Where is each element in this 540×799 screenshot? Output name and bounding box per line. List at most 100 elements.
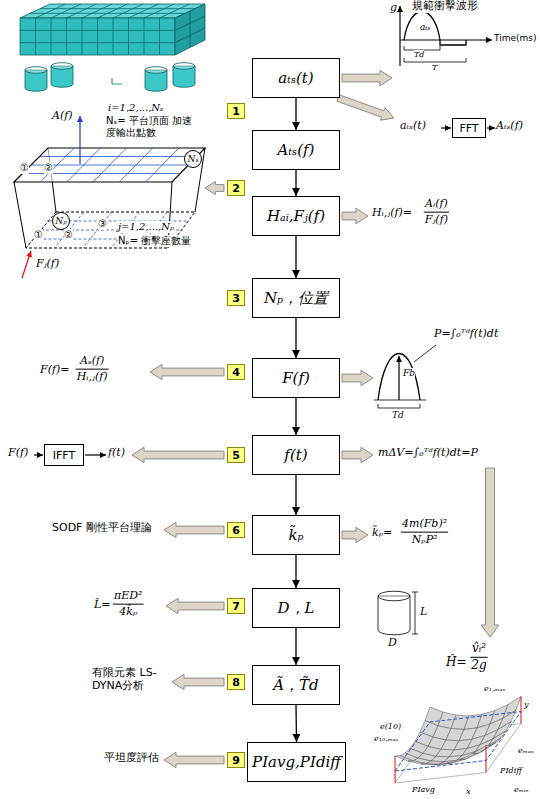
arrow-head [292,734,300,742]
node-text: FFT [459,122,478,135]
block-arrow [132,447,224,462]
formula-text: L [420,606,427,619]
formula-text: πED² [114,590,143,603]
formula-text: 2g [471,659,486,673]
mean-plane [395,712,521,772]
block-arrow [342,370,373,385]
platform-top-face [14,148,205,182]
node-text: 5 [232,449,240,462]
dimension-bracket [412,592,418,634]
formula-text: Aₜₛ(f) [496,120,523,133]
annotation-text: Nₚ= 衝擊座數量 [118,235,191,247]
arrow-head [292,427,300,435]
surface-cell [488,731,506,746]
cylinder-body [378,596,410,635]
arrow-head [489,125,495,131]
annotation-text: ② [44,162,53,174]
block-arrow [342,70,392,85]
node-text: 7 [232,600,240,613]
y-axis [399,6,400,66]
grid-line [67,4,97,18]
node-text: 4 [232,366,240,379]
surface-cell [460,753,478,759]
grid-line [190,11,191,48]
fraction-bar [424,212,449,213]
process-box: k̃ₚ [252,515,340,555]
annotation-text: ① [20,162,29,174]
grid-line [30,13,185,14]
node-text: 1 [232,105,240,118]
node-text: Nₚ [55,216,66,226]
formula-text: A(f) [52,110,73,123]
process-box: Ã，T̃d [252,665,340,705]
grid-line [51,18,52,55]
formula-text: Aₛ(f) [80,355,104,368]
platform-edge [14,182,26,248]
node-text: PIavg,PIdiff [252,753,341,771]
fraction-bar [470,657,487,658]
deviation-line [395,756,396,783]
formula-text: f(t) [108,447,125,460]
pulse-base [374,400,426,401]
fraction-bar [76,369,109,370]
formula-text: aₜₛ [420,22,431,32]
node-text: 3 [232,292,240,305]
node-text: IFFT [53,449,75,462]
grid-line [113,18,114,55]
formula-text: D [388,637,397,650]
formula-text: i=1,2,...,Nₛ [108,102,164,114]
formula-text: 4k̂ₚ [119,606,137,619]
formula-text: L̂= [94,599,111,612]
step-number: 8 [227,674,245,690]
leader-line [414,345,436,362]
operation-box: FFT [452,118,486,138]
block-arrow [150,364,224,379]
cylinder-top [51,63,73,70]
process-box: F(f) [252,358,340,398]
deviation-line [486,746,487,773]
step-number: 7 [227,598,245,614]
block-arrow [337,95,394,120]
node-text: Aₜₛ(f) [278,141,315,159]
platform-front [20,18,175,55]
arrow-head [77,116,83,122]
peak-force-arrow [398,356,399,400]
grid-line [97,18,98,55]
grid-line [20,30,175,31]
block-arrow [172,674,224,689]
grid-line [31,165,189,166]
formula-text: F(f)= [40,364,70,377]
step-number: 6 [227,522,245,538]
annotation-text: ② [64,229,73,241]
grid-line [129,4,159,18]
step-number: 5 [227,447,245,463]
grid-line [113,4,143,18]
formula-text: j=1,2,...,Nₚ [118,221,174,233]
arrow-head [37,452,43,458]
process-box: Nₚ，位置 [252,278,340,318]
block-arrow [342,208,368,223]
grid-line [35,18,36,55]
shock-wave [404,12,466,46]
surface-cell [473,745,491,754]
node-text: 2 [232,182,240,195]
acceleration-arrow [79,116,80,164]
formula-text: e₁,ₘₐₓ [484,684,505,693]
annotation-text: ① [34,229,43,241]
arrow-head [100,452,106,458]
arrow-head [396,356,402,362]
arrow-head [292,350,300,358]
formula-text: Fⱼ(f) [425,214,448,227]
formula-text: eₘₐₓ [518,746,533,755]
block-arrow [481,468,499,637]
formula-text: PIavg [412,785,435,794]
formula-text: Fb [403,368,415,378]
block-arrow [205,181,224,194]
formula-text: Hᵢ,ⱼ(f) [77,371,108,384]
grid-line [175,16,205,30]
formula-text: P=∫₀ᵀᵈf(t)dt [434,328,498,341]
node-text: 6 [232,524,240,537]
process-box: PIavg,PIdiff [247,742,346,782]
annotation-text: Nₛ= 平台頂面 加速度輸出點數 [106,115,192,138]
formula-text: NₚP² [412,534,438,547]
